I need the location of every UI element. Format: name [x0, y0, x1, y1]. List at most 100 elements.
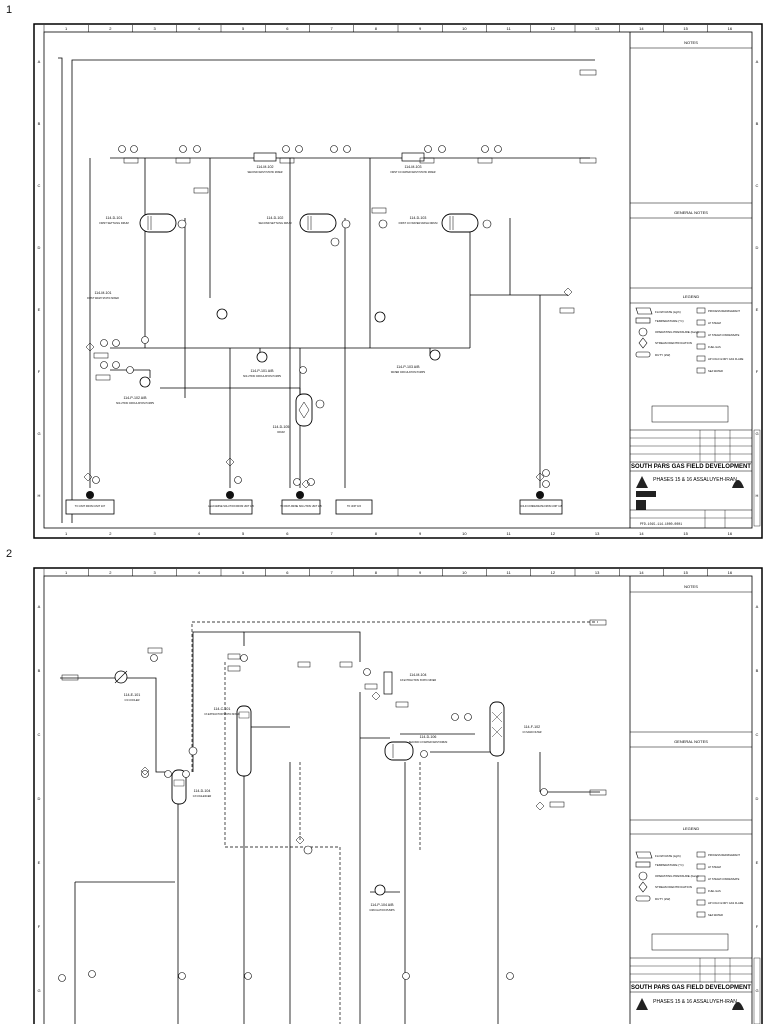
name-114-D-102: SECOND SETTLING DRUM — [258, 221, 291, 225]
legend-item-4: STREAM IDENTIFICATION — [655, 341, 692, 345]
name-114-P-102: SOLUTION CIRCULATION PUMPS — [116, 402, 154, 405]
legend2-item-5: DUTY (kW) — [655, 897, 670, 901]
tag-114-M-104: 114-M-104 — [409, 673, 426, 677]
box-label-1: TO UNIT FROM UNIT 107 — [75, 504, 106, 508]
grid-row-label: H — [756, 493, 759, 498]
sheet-1-drawing: NOTES GENERAL NOTES LEGEND FLOW RATE (kg… — [33, 23, 763, 539]
grid-col-label: 8 — [375, 570, 378, 575]
project-subtitle: PHASES 15 & 16 ASSALUYEH-IRAN — [653, 477, 737, 483]
grid-row-label: A — [38, 59, 41, 64]
legend-right-5: HP COLD & DRY GAS FLARE — [708, 357, 744, 361]
legend-item-1: FLOW RATE (kg/h) — [655, 310, 681, 314]
tag-114-P-102: 114-P-102 A/B — [123, 396, 147, 400]
grid-col-label: 9 — [419, 570, 422, 575]
sheet-border — [33, 23, 763, 539]
grid-col-label: 9 — [419, 26, 422, 31]
grid-col-label: 8 — [375, 26, 378, 31]
grid-row-label: B — [756, 121, 759, 126]
grid-col-label: 6 — [286, 570, 289, 575]
grid-row-label: E — [756, 860, 759, 865]
grid-col-label: 12 — [551, 531, 556, 536]
instruments-2 — [58, 654, 548, 982]
legend-right-3: LP STEAM CONDENSATE — [708, 333, 740, 337]
grid-row-label: G — [37, 988, 40, 993]
name-114-P-104: CIRCULATION PUMPS — [369, 909, 395, 912]
grid-col-label: 15 — [683, 570, 688, 575]
grid-columns: 1122334455667788991010111112121313141415… — [43, 25, 733, 536]
instrument-p — [303, 845, 313, 855]
grid-col-label: 6 — [286, 26, 289, 31]
grid-col-label: 13 — [595, 26, 600, 31]
name-114-D-104: C3 COALESCER — [193, 795, 212, 798]
grid-col-label: 4 — [198, 531, 201, 536]
general-notes-title: GENERAL NOTES — [674, 210, 708, 215]
page-number-2: 2 — [6, 548, 13, 560]
grid-col-label: 3 — [154, 26, 157, 31]
pump-114-P-104 — [374, 884, 386, 896]
pump-small — [216, 308, 228, 320]
process-lines — [58, 57, 595, 523]
drum-114-D-106 — [384, 741, 414, 761]
legend2-right-5: HP COLD & DRY GAS FLARE — [708, 901, 744, 905]
grid-col-label: 6 — [286, 531, 289, 536]
tag-114-M-101: 114-M-101 — [94, 291, 111, 295]
grid-col-label: 13 — [595, 570, 600, 575]
legend-item-3: OPERATING PRESSURE (barg) — [655, 330, 699, 334]
grid-col-label: 8 — [375, 531, 378, 536]
grid-col-label: 16 — [728, 26, 733, 31]
grid-col-label: 10 — [462, 531, 467, 536]
notes-title-2: NOTES — [684, 584, 698, 589]
sheet-border — [33, 567, 763, 1024]
legend: FLOW RATE (kg/h) TEMPERATURE (°C) OPERAT… — [635, 307, 744, 423]
grid-col-label: 11 — [507, 531, 512, 536]
company-logo-right — [732, 480, 744, 488]
equipment-labels: 114-D-101 FIRST SETTLING DRUM 114-D-102 … — [87, 165, 437, 434]
battery-limit-box-4: TO UNIT 115 — [335, 499, 373, 515]
grid-row-label: A — [756, 59, 759, 64]
name-114-D-106: SECOND C3 WATER WASH DRUM — [409, 741, 448, 744]
grid-col-label: 3 — [154, 531, 157, 536]
name-114-E-101: C3 COOLER — [125, 698, 140, 702]
grid-columns-2: 1122334455667788991010111112121313141415… — [43, 569, 733, 576]
legend2-item-4: STREAM IDENTIFICATION — [655, 885, 692, 889]
tag-114-P-104: 114-P-104 A/B — [370, 903, 394, 907]
static-mixer-114-M-103 — [401, 152, 425, 162]
legend-title-2: LEGEND — [683, 826, 700, 831]
grid-row-label: D — [38, 245, 41, 250]
grid-col-label: 11 — [507, 26, 512, 31]
drum-114-D-103 — [441, 213, 479, 233]
tag-114-D-104: 114-D-104 — [194, 789, 211, 793]
project-title: SOUTH PARS GAS FIELD DEVELOPMENT — [631, 464, 751, 470]
instrument-ti — [188, 746, 198, 756]
battery-limit-box-3: TO RICH AMINE SOLUTION UNIT 115 — [280, 491, 322, 515]
grid-col-label: 5 — [242, 26, 245, 31]
battery-limit-boxes: TO UNIT FROM UNIT 107 LEAN AMINE SOLUTIO… — [65, 491, 563, 515]
grid-col-label: 7 — [331, 570, 334, 575]
legend2-item-3: OPERATING PRESSURE (barg) — [655, 874, 699, 878]
legend2-right-3: LP STEAM CONDENSATE — [708, 877, 740, 881]
grid-row-label: B — [38, 668, 41, 673]
tag-114-M-103: 114-M-103 — [404, 165, 421, 169]
tag-114-D-103: 114-D-103 — [410, 216, 427, 220]
tag-114-P-101: 114-P-101 A/B — [250, 369, 274, 373]
grid-row-label: G — [755, 988, 758, 993]
name-114-M-101: FIRST WASH STATIC MIXER — [87, 297, 119, 300]
grid-row-label: C — [756, 732, 759, 737]
grid-row-label: F — [756, 924, 759, 929]
legend-2: FLOW RATE (kg/h) TEMPERATURE (°C) OPERAT… — [635, 851, 744, 951]
grid-col-label: 5 — [242, 531, 245, 536]
battery-limit-box-5: COLD CONDENSATE FROM UNIT 115 — [519, 491, 563, 515]
grid-row-label: D — [38, 796, 41, 801]
tag-114-P-103: 114-P-103 A/B — [396, 365, 420, 369]
grid-row-label: H — [38, 493, 41, 498]
project-subtitle-2: PHASES 15 & 16 ASSALUYEH-IRAN — [653, 999, 737, 1005]
grid-row-label: C — [38, 183, 41, 188]
grid-col-label: 11 — [507, 570, 512, 575]
legend2-right-6: SEA WATER — [708, 913, 723, 917]
name-114-M-103: FIRST CO WATER WASH STATIC MIXER — [391, 171, 436, 174]
grid-col-label: 15 — [683, 26, 688, 31]
legend-item-5: DUTY (kW) — [655, 353, 670, 357]
grid-row-label: D — [756, 796, 759, 801]
notes-title: NOTES — [684, 40, 698, 45]
name-114-D-103: FIRST CO WATER WASH DRUM — [399, 221, 438, 225]
